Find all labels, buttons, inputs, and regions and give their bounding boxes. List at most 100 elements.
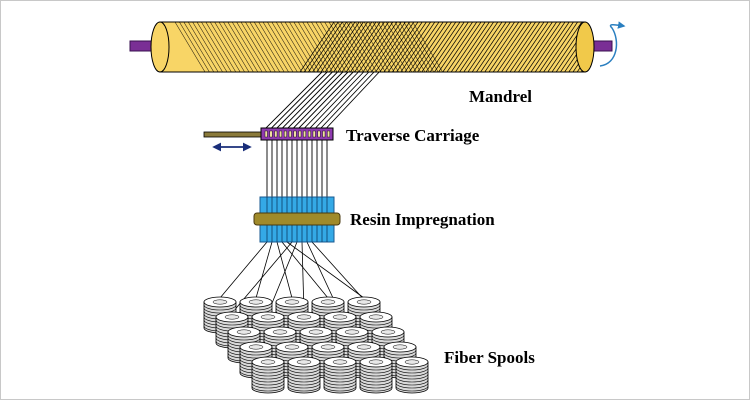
winding-line <box>399 22 430 72</box>
fiber-spool <box>359 356 393 394</box>
winding-line <box>201 22 232 72</box>
fiber-guide <box>317 130 321 138</box>
winding-line <box>403 22 435 72</box>
winding-line <box>227 22 259 72</box>
fiber-strand <box>219 241 268 299</box>
winding-line <box>429 22 465 72</box>
winding-line <box>467 22 503 72</box>
winding-line <box>297 22 329 72</box>
winding-line <box>442 22 478 72</box>
winding-line <box>526 22 562 72</box>
fiber-guide <box>288 130 292 138</box>
winding-line <box>341 22 377 72</box>
winding-line <box>446 22 482 72</box>
winding-line <box>484 22 520 72</box>
fiber-strand <box>315 71 370 129</box>
winding-line <box>333 22 368 72</box>
winding-line <box>253 22 285 72</box>
fiber-guide <box>274 130 278 138</box>
winding-line <box>196 22 228 72</box>
winding-line <box>425 22 461 72</box>
winding-line <box>284 22 316 72</box>
winding-line <box>359 22 391 72</box>
winding-line <box>214 22 245 72</box>
fiber-strand <box>287 71 344 129</box>
winding-line <box>363 22 395 72</box>
fiber-strand <box>281 241 329 299</box>
winding-line <box>174 22 206 72</box>
winding-line <box>381 22 413 72</box>
winding-line <box>223 22 254 72</box>
winding-line <box>324 22 355 72</box>
winding-line <box>509 22 545 72</box>
winding-line <box>543 22 578 72</box>
winding-line <box>350 22 382 72</box>
winding-line <box>459 22 494 72</box>
rotation-arrow-icon <box>599 21 626 67</box>
fiber-guide <box>284 130 287 138</box>
fiber-guide <box>303 130 306 138</box>
winding-line <box>372 22 404 72</box>
resin-impregnation-bath <box>253 196 341 243</box>
winding-line <box>179 22 210 72</box>
winding-line <box>262 22 294 72</box>
winding-line <box>320 22 356 72</box>
fiber-strand <box>320 71 375 129</box>
winding-line <box>271 22 303 72</box>
winding-line <box>337 22 369 72</box>
winding-line <box>404 22 440 72</box>
winding-line <box>400 22 436 72</box>
winding-line <box>501 22 536 72</box>
winding-line <box>450 22 486 72</box>
winding-line <box>505 22 541 72</box>
fiber-strand <box>286 241 365 299</box>
fiber-guide <box>322 130 326 138</box>
winding-line <box>394 22 426 72</box>
fiber-strand <box>293 71 349 129</box>
winding-line <box>315 22 347 72</box>
winding-line <box>539 22 574 72</box>
traverse-carriage <box>203 127 334 152</box>
fiber-spool <box>323 356 357 394</box>
fiber-strand <box>255 241 273 299</box>
winding-line <box>289 22 320 72</box>
winding-line <box>530 22 566 72</box>
winding-line <box>329 22 364 72</box>
winding-line <box>377 22 408 72</box>
resin-roller <box>253 212 341 226</box>
winding-line <box>280 22 311 72</box>
winding-line <box>412 22 443 72</box>
fiber-guide <box>269 130 273 138</box>
fiber-strand <box>304 71 359 129</box>
carriage-fiber-guides <box>264 130 330 138</box>
fiber-strand <box>276 241 293 299</box>
winding-line <box>249 22 281 72</box>
winding-line <box>522 22 557 72</box>
resin-impregnation-label: Resin Impregnation <box>350 210 495 229</box>
winding-line <box>328 22 360 72</box>
winding-line <box>421 22 457 72</box>
winding-line <box>385 22 417 72</box>
winding-line <box>187 22 219 72</box>
winding-line <box>455 22 490 72</box>
winding-line <box>319 22 351 72</box>
winding-line <box>341 22 373 72</box>
winding-line <box>337 22 373 72</box>
carriage-rail <box>203 131 265 138</box>
fiber-strand <box>298 71 354 129</box>
winding-line <box>316 22 352 72</box>
mandrel-label: Mandrel <box>469 87 532 106</box>
winding-line <box>408 22 444 72</box>
winding-line <box>513 22 549 72</box>
winding-line <box>413 22 448 72</box>
mandrel-end-left <box>150 21 170 73</box>
traverse-carriage-label: Traverse Carriage <box>346 126 480 145</box>
winding-line <box>308 22 343 72</box>
winding-line <box>312 22 347 72</box>
winding-line <box>497 22 532 72</box>
fiber-spool <box>395 356 429 394</box>
winding-line <box>350 22 385 72</box>
winding-line <box>492 22 528 72</box>
winding-line <box>463 22 499 72</box>
fiber-guide <box>264 130 268 138</box>
